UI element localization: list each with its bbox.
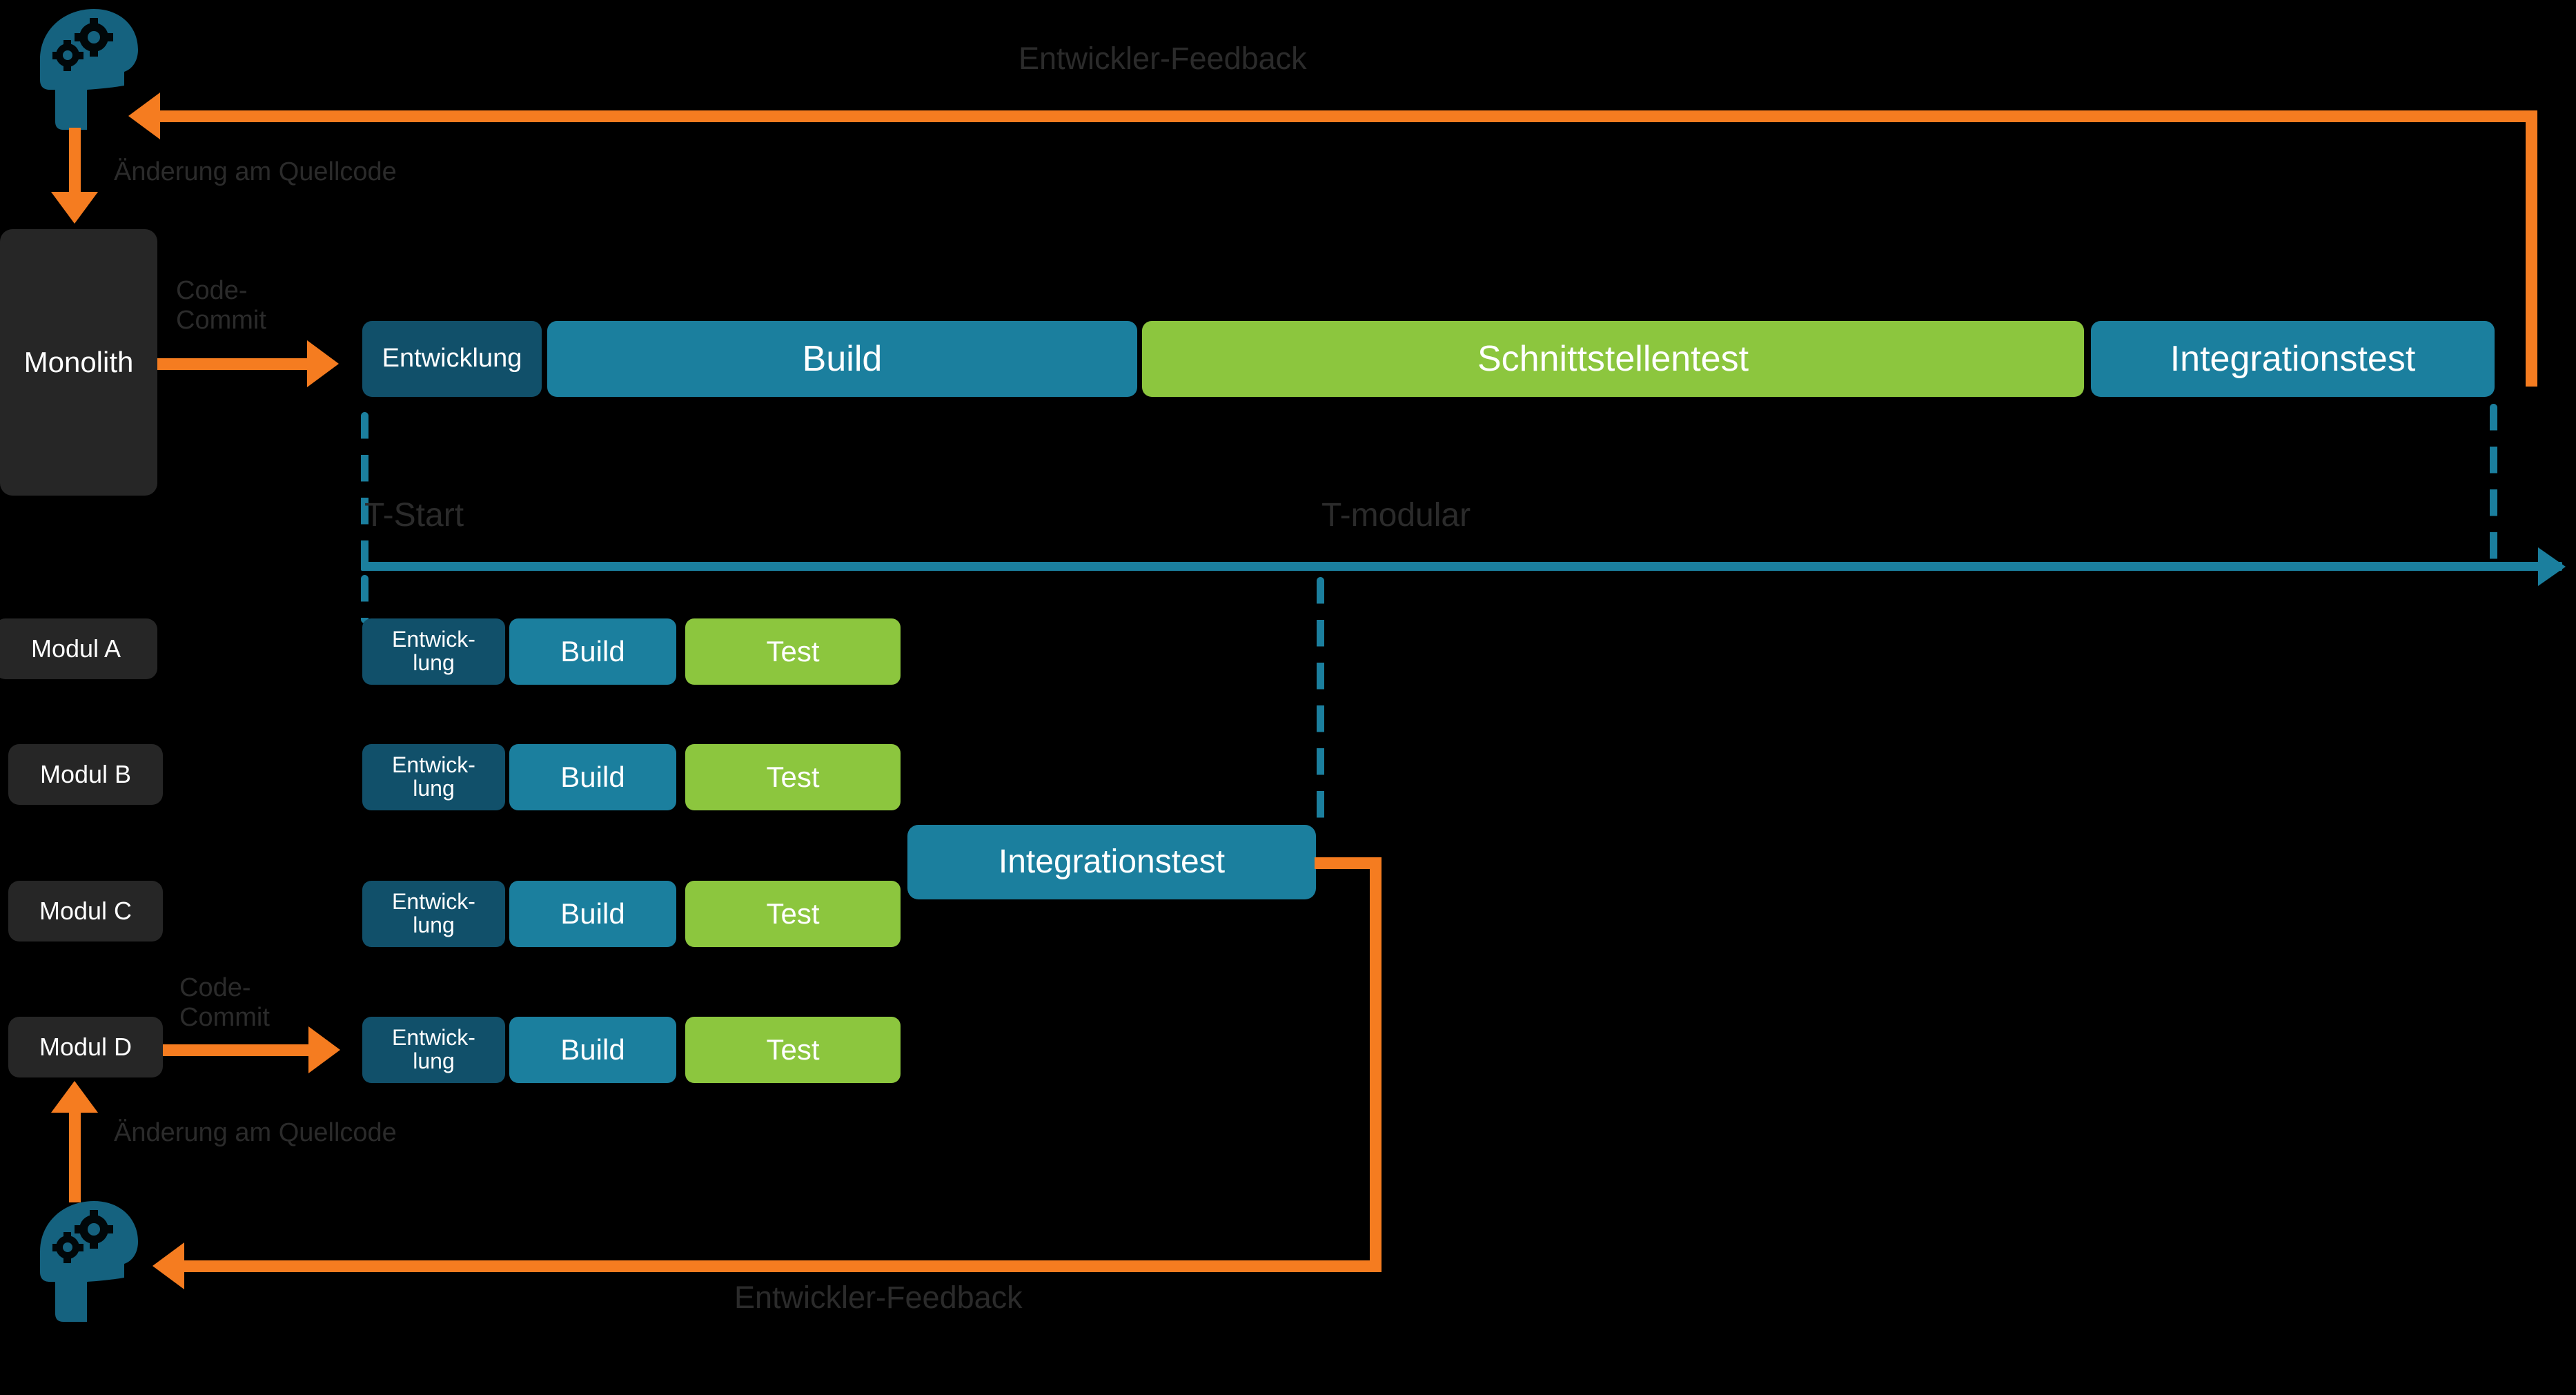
stage-label: Entwick- lung (392, 1025, 475, 1073)
feedback-arrow-modules-head (153, 1242, 184, 1289)
module-label: Modul A (30, 634, 121, 663)
code-commit-arrow-modules (163, 1044, 310, 1056)
module-b-stage-test[interactable]: Test (685, 744, 901, 810)
source-change-label-monolith: Änderung am Quellcode (114, 157, 397, 186)
feedback-arrow-modules-horizontal (179, 1260, 1382, 1272)
timeline-axis (361, 562, 2562, 571)
code-commit-arrow-modules-head (308, 1026, 340, 1073)
pipeline-stage-monolith-schnittstellentest[interactable]: Schnittstellentest (1142, 321, 2084, 397)
module-block-modul-a[interactable]: Modul A (0, 618, 157, 679)
source-change-arrow-monolith-head (51, 192, 98, 224)
module-block-modul-d[interactable]: Modul D (8, 1017, 163, 1077)
developer-head-gears-icon (28, 6, 145, 140)
pipeline-stage-label: Schnittstellentest (1477, 338, 1749, 379)
timeline-modular-label: T-modular (1321, 497, 1471, 534)
module-a-stage-test[interactable]: Test (685, 618, 901, 685)
stage-label: Build (560, 634, 625, 667)
feedback-label-monolith: Entwickler-Feedback (1019, 41, 1307, 76)
module-integrationstest-block[interactable]: Integrationstest (907, 825, 1316, 899)
feedback-arrow-monolith-head (128, 92, 160, 139)
pipeline-stage-label: Entwicklung (382, 344, 522, 373)
feedback-arrow-monolith-vertical (2526, 110, 2537, 387)
timeline-modular-dashed-line (1317, 577, 1324, 832)
module-c-stage-entwicklung[interactable]: Entwick- lung (362, 881, 505, 947)
module-block-modul-b[interactable]: Modul B (8, 744, 163, 805)
timeline-start-label: T-Start (364, 497, 464, 534)
code-commit-arrow-monolith-head (307, 340, 339, 387)
module-integrationstest-label: Integrationstest (998, 843, 1226, 880)
code-commit-text-modules: Code- Commit (179, 973, 270, 1032)
source-change-label-modules: Änderung am Quellcode (114, 1118, 397, 1147)
module-c-stage-build[interactable]: Build (509, 881, 676, 947)
stage-label: Test (766, 760, 820, 793)
module-d-stage-entwicklung[interactable]: Entwick- lung (362, 1017, 505, 1083)
source-change-arrow-monolith (69, 128, 81, 195)
feedback-arrow-modules-connector (1315, 857, 1382, 869)
module-block-modul-c[interactable]: Modul C (8, 881, 163, 942)
code-commit-label-monolith: Code- Commit (176, 276, 266, 335)
module-b-stage-entwicklung[interactable]: Entwick- lung (362, 744, 505, 810)
module-d-stage-test[interactable]: Test (685, 1017, 901, 1083)
developer-head-gears-icon-lower (28, 1198, 145, 1332)
pipeline-stage-label: Integrationstest (2170, 338, 2416, 379)
code-commit-text-monolith: Code- Commit (176, 276, 266, 335)
stage-label: Test (766, 634, 820, 667)
feedback-label-modules: Entwickler-Feedback (734, 1280, 1023, 1315)
feedback-arrow-monolith-horizontal (155, 110, 2537, 122)
module-label: Modul D (39, 1033, 132, 1062)
stage-label: Test (766, 897, 820, 930)
pipeline-stage-label: Build (802, 338, 883, 379)
timeline-axis-arrowhead (2538, 547, 2566, 586)
module-a-stage-build[interactable]: Build (509, 618, 676, 685)
module-c-stage-test[interactable]: Test (685, 881, 901, 947)
stage-label: Build (560, 897, 625, 930)
module-a-stage-entwicklung[interactable]: Entwick- lung (362, 618, 505, 685)
module-d-stage-build[interactable]: Build (509, 1017, 676, 1083)
stage-label: Build (560, 1033, 625, 1066)
pipeline-stage-monolith-integrationstest[interactable]: Integrationstest (2091, 321, 2495, 397)
timeline-start-dashed-line-lower (361, 575, 368, 623)
code-commit-label-modules: Code- Commit (179, 973, 270, 1032)
pipeline-stage-monolith-entwicklung[interactable]: Entwicklung (362, 321, 542, 397)
stage-label: Test (766, 1033, 820, 1066)
timeline-start-dashed-line-upper (361, 412, 368, 567)
source-change-arrow-modules (69, 1113, 81, 1202)
monolith-label: Monolith (23, 345, 134, 378)
stage-label: Build (560, 760, 625, 793)
stage-label: Entwick- lung (392, 752, 475, 801)
feedback-arrow-modules-vertical (1370, 857, 1382, 1267)
module-label: Modul B (39, 760, 132, 789)
stage-label: Entwick- lung (392, 889, 475, 937)
monolith-block[interactable]: Monolith (0, 229, 157, 496)
code-commit-arrow-monolith (157, 358, 308, 370)
source-change-arrow-modules-head (51, 1081, 98, 1113)
module-label: Modul C (39, 897, 132, 926)
pipeline-stage-monolith-build[interactable]: Build (547, 321, 1137, 397)
timeline-end-dashed-line (2490, 404, 2497, 563)
module-b-stage-build[interactable]: Build (509, 744, 676, 810)
stage-label: Entwick- lung (392, 627, 475, 675)
